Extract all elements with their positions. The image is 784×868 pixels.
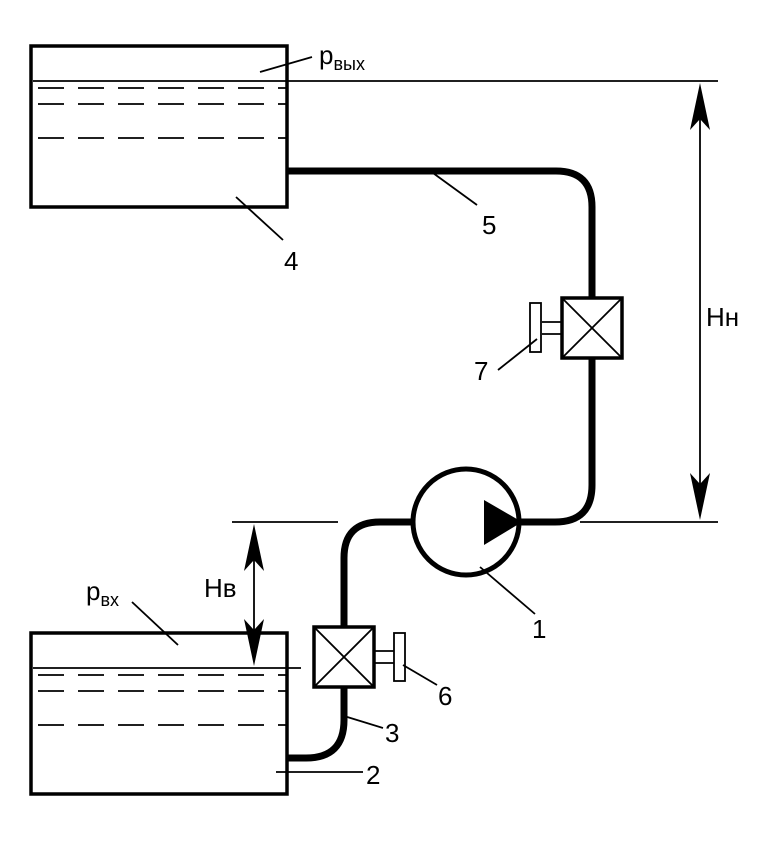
upper-tank [29,44,289,209]
label-5: 5 [482,210,496,240]
leader-6 [402,664,438,686]
p-in-label: pвх [86,576,119,610]
suction-height-dimension [232,521,338,666]
leader-3 [343,715,384,729]
p-in-leader [131,601,179,646]
suction-pipe-upper [340,518,412,627]
leader-1 [479,566,536,615]
label-1: 1 [532,614,546,644]
discharge-pipe-lower [521,358,596,526]
discharge-height-dimension [287,80,718,523]
label-4: 4 [284,246,298,276]
leader-5 [432,172,478,206]
label-6: 6 [438,681,452,711]
suction-height-label: Нв [204,573,237,603]
pump-direction-arrow-icon [484,500,522,545]
lower-tank [29,631,301,796]
down-arrowhead-icon [244,619,264,666]
leader-4 [235,196,284,241]
up-arrowhead-icon [690,83,710,130]
leader-lines [131,56,538,773]
discharge-valve [529,296,624,360]
down-arrowhead-icon [690,473,710,520]
suction-pipe-lower [287,687,348,762]
label-2: 2 [366,760,380,790]
valve-6-handwheel-icon [393,632,406,682]
valve-7-handwheel-icon [529,302,542,353]
pump [410,466,522,578]
up-arrowhead-icon [244,524,264,571]
label-7: 7 [474,356,488,386]
discharge-pipe-upper [287,167,596,298]
discharge-height-label: Нн [706,302,739,332]
label-3: 3 [385,718,399,748]
p-out-leader [259,56,313,73]
p-out-label: pвых [319,40,365,74]
leader-7 [497,338,538,371]
suction-valve [312,625,406,689]
